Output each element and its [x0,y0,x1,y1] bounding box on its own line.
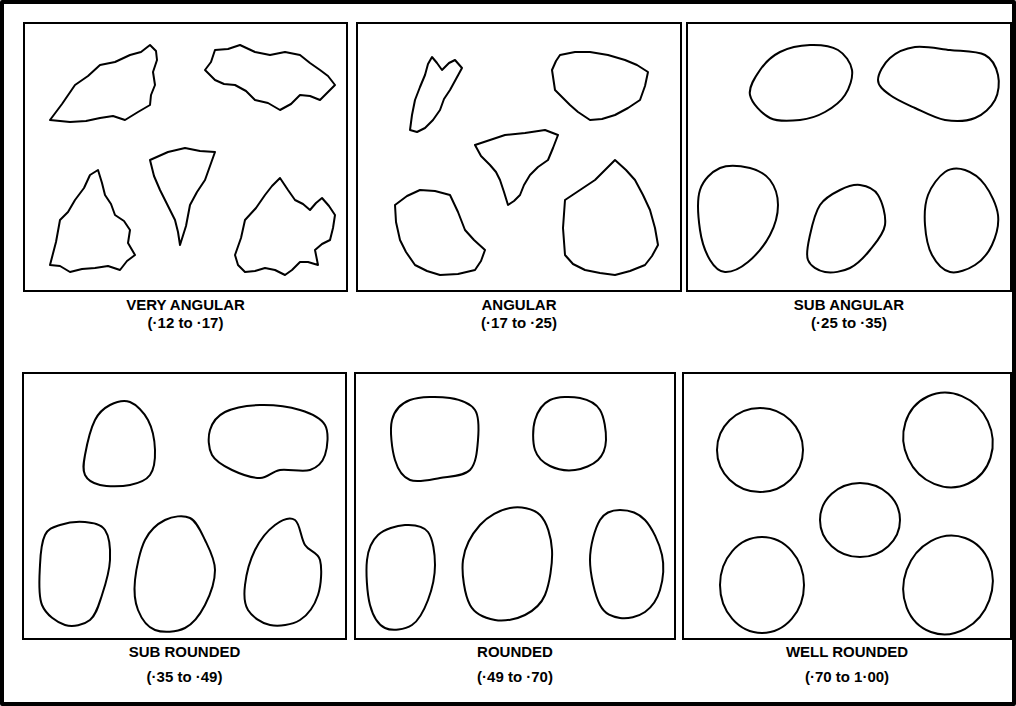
grain-outline [720,537,804,633]
roundness-panel: ANGULAR(·17 to ·25) [356,22,682,292]
caption-row: SUB ANGULAR [686,296,1012,314]
panel-border [682,372,1012,640]
grain-outline [888,378,1008,502]
grain-outline [590,510,663,618]
grain-outline [563,160,658,275]
roundness-range: (·17 to ·25) [481,314,557,332]
grain-outline [134,516,215,632]
grain-outline [244,519,321,626]
grain-outline [820,483,900,557]
class-name: ANGULAR [482,296,557,314]
caption-row: ANGULAR [356,296,682,314]
grain-outline [533,397,606,470]
grain-outline [410,57,462,132]
grain-outline [807,185,885,273]
panel-border [23,22,348,292]
grain-outline [39,522,110,626]
grain-outline [717,408,803,492]
grain-outline [475,130,558,205]
panel-border [686,22,1012,292]
grain-outline [750,45,852,121]
caption-row: ROUNDED [354,643,676,661]
class-name: VERY ANGULAR [126,296,245,314]
grain-outline [552,52,648,120]
grain-outline [925,169,999,273]
grain-outline [209,405,328,478]
caption-row: SUB ROUNDED [22,643,347,661]
class-name: ROUNDED [477,643,553,661]
class-name: SUB ANGULAR [794,296,904,314]
grain-outline [890,523,1007,647]
grain-outline [50,170,135,272]
class-name: WELL ROUNDED [786,643,908,661]
caption-row: (·12 to ·17) [23,314,348,332]
grain-outline [698,166,778,272]
caption-row: (·17 to ·25) [356,314,682,332]
grain-outline [395,190,485,275]
grain-outline [463,507,553,620]
class-name: SUB ROUNDED [129,643,241,661]
roundness-range: (·25 to ·35) [811,314,887,332]
grain-outline [150,148,215,245]
roundness-panel: SUB ROUNDED(·35 to ·49) [22,372,347,640]
panel-border [356,22,682,292]
caption-row: (·70 to 1·00) [682,668,1012,686]
roundness-range: (·12 to ·17) [148,314,224,332]
grain-outline [235,178,335,275]
grain-outline [878,47,999,121]
panel-border [22,372,347,640]
grain-outline [366,525,435,630]
roundness-range: (·35 to ·49) [147,668,223,686]
panel-border [354,372,676,640]
caption-row: (·25 to ·35) [686,314,1012,332]
caption-row: (·35 to ·49) [22,668,347,686]
roundness-panel: VERY ANGULAR(·12 to ·17) [23,22,348,292]
grain-outline [205,45,335,110]
roundness-panel: SUB ANGULAR(·25 to ·35) [686,22,1012,292]
caption-row: VERY ANGULAR [23,296,348,314]
roundness-range: (·49 to ·70) [477,668,553,686]
caption-row: (·49 to ·70) [354,668,676,686]
grain-outline [50,45,157,122]
grain-outline [391,397,479,481]
caption-row: WELL ROUNDED [682,643,1012,661]
roundness-range: (·70 to 1·00) [805,668,889,686]
roundness-panel: ROUNDED(·49 to ·70) [354,372,676,640]
grain-outline [83,401,155,486]
roundness-panel: WELL ROUNDED(·70 to 1·00) [682,372,1012,640]
